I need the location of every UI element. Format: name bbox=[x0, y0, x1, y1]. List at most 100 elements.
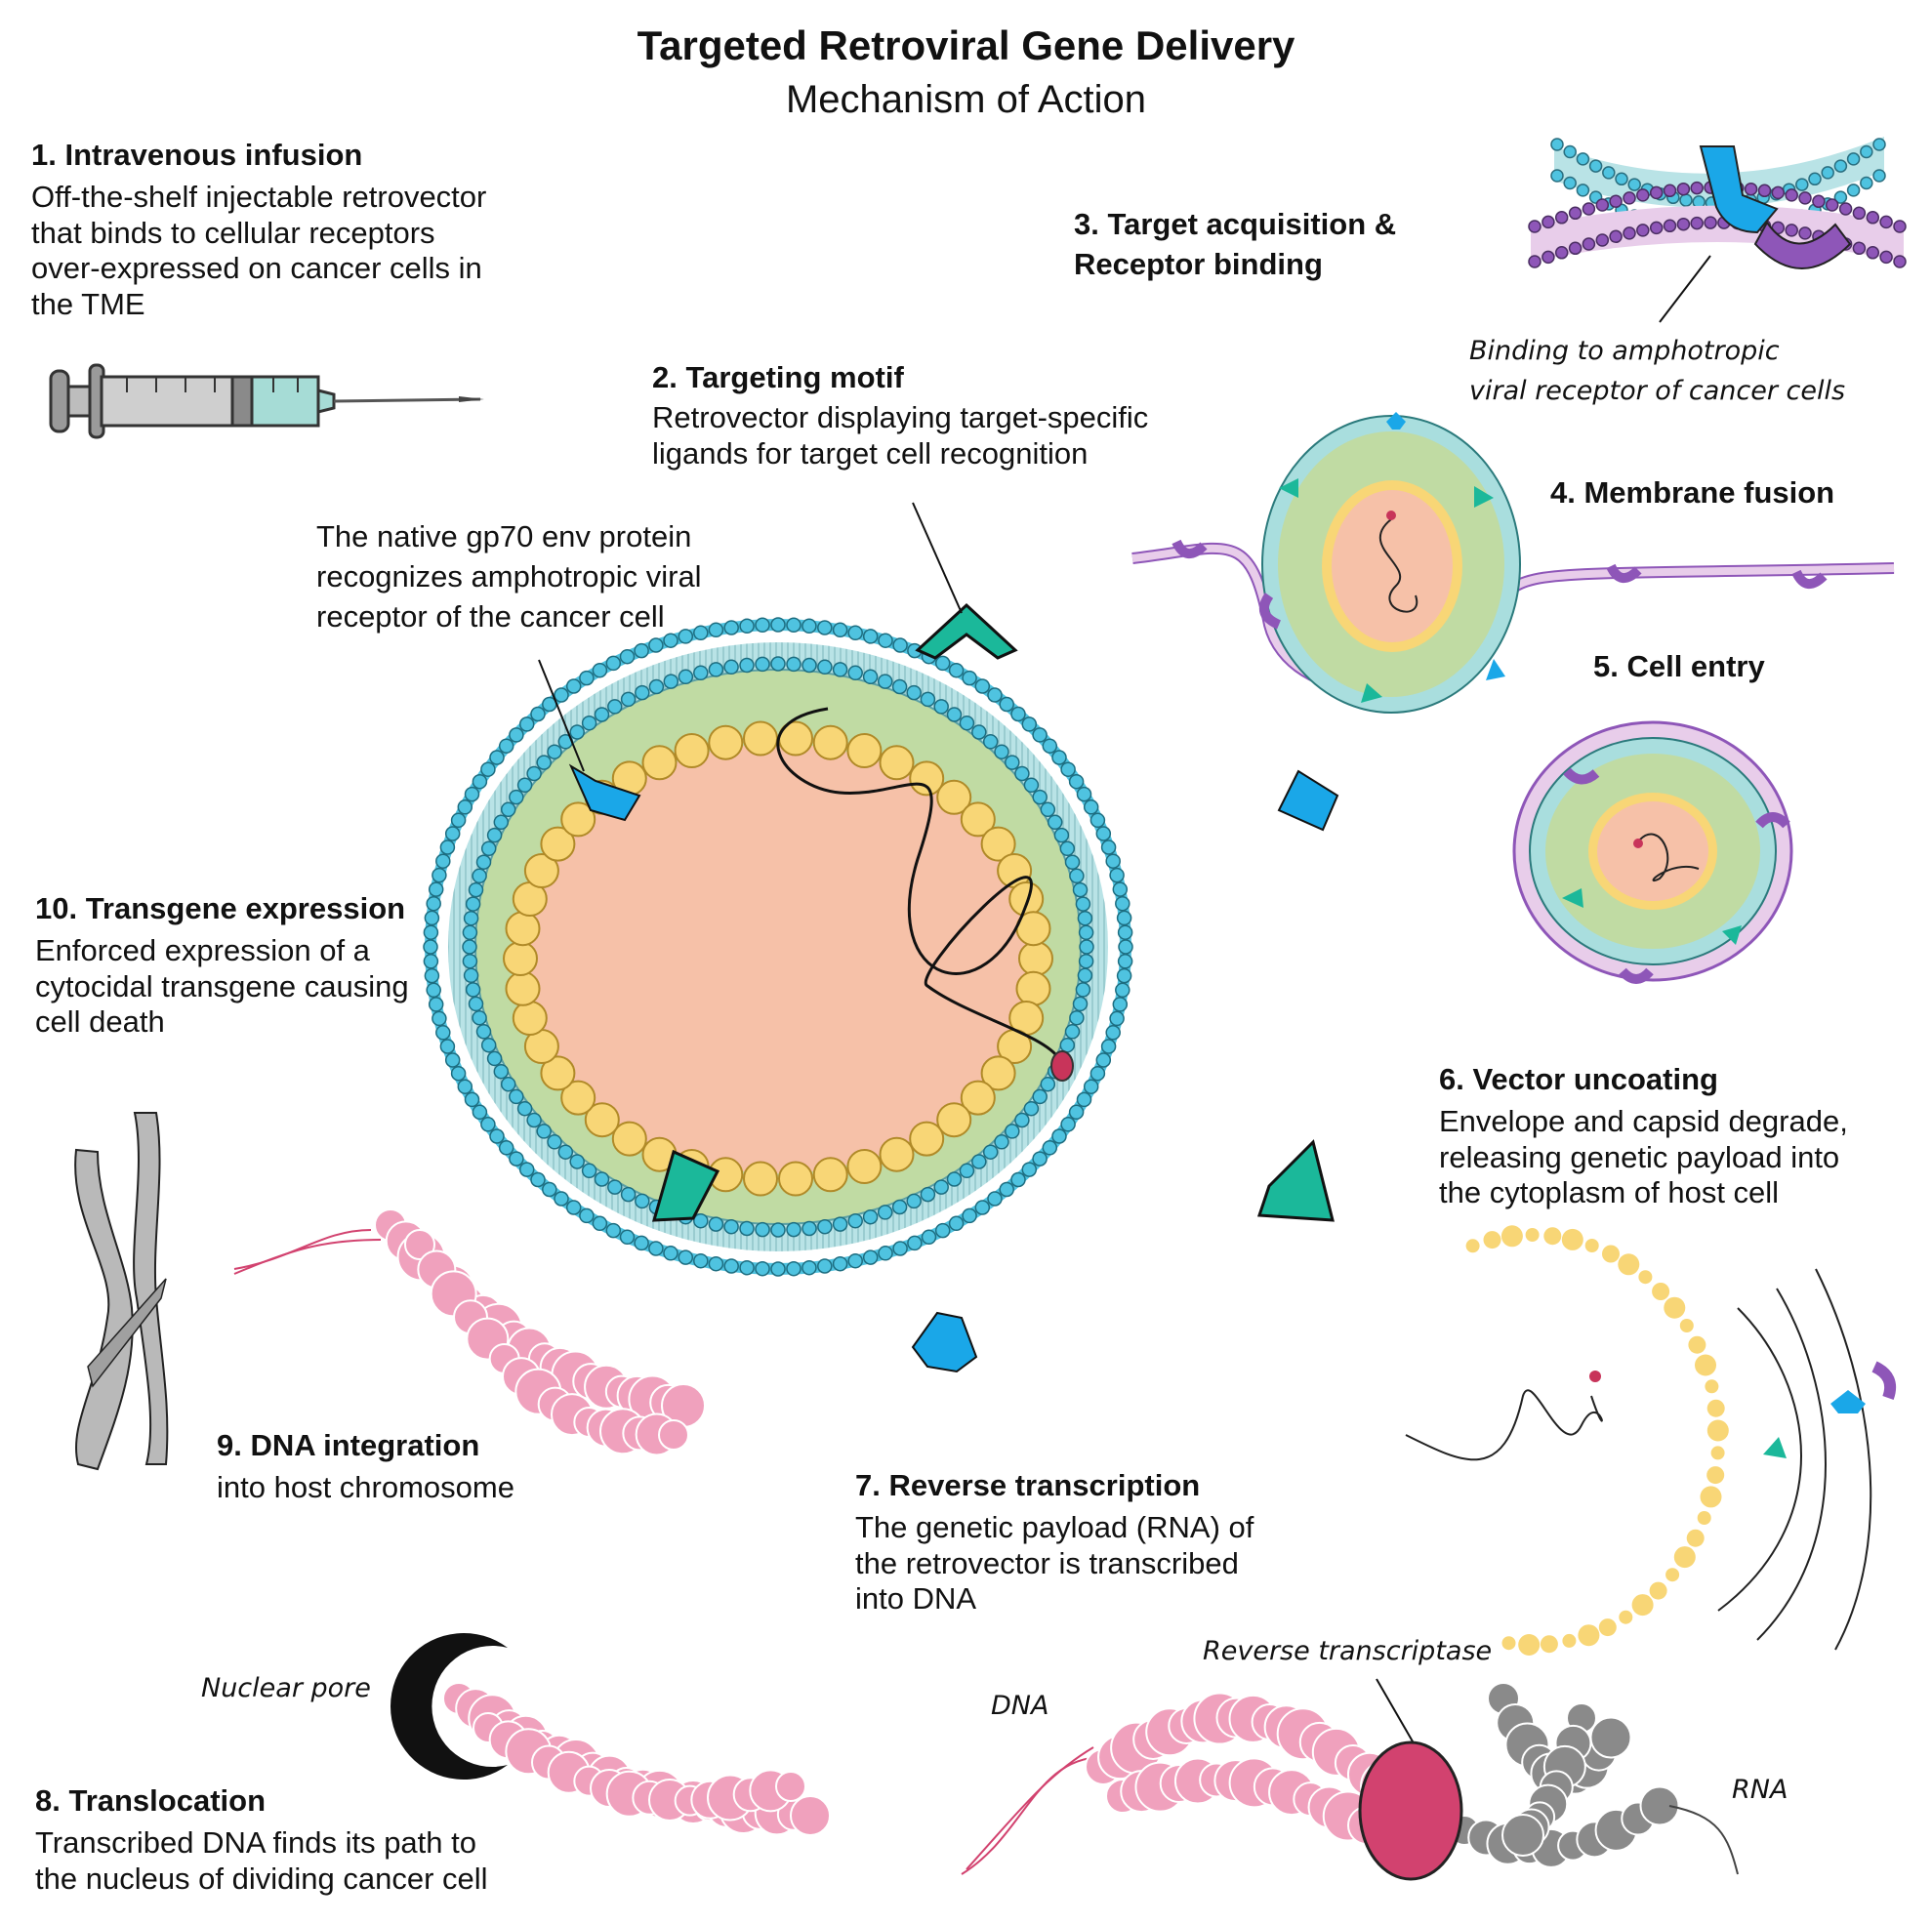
bead bbox=[423, 954, 439, 969]
bead bbox=[1649, 1581, 1667, 1600]
bead bbox=[486, 1050, 503, 1067]
bead bbox=[518, 1162, 535, 1177]
step-10-line: cell death bbox=[35, 1004, 165, 1040]
bead bbox=[708, 724, 744, 760]
bead bbox=[605, 655, 622, 672]
bead bbox=[974, 678, 991, 694]
bead bbox=[1072, 996, 1089, 1012]
bead bbox=[439, 1039, 456, 1054]
bead bbox=[554, 1191, 569, 1207]
bead bbox=[693, 1212, 709, 1229]
bead bbox=[817, 620, 833, 635]
bead bbox=[435, 853, 451, 869]
bead bbox=[693, 1252, 709, 1269]
bead bbox=[862, 669, 879, 685]
bead bbox=[579, 670, 595, 686]
bead bbox=[1771, 185, 1786, 200]
bead bbox=[641, 745, 678, 781]
bead bbox=[464, 786, 480, 802]
bead bbox=[1562, 1633, 1577, 1648]
bead bbox=[1005, 755, 1020, 770]
vector-uncoating-illustration bbox=[1405, 1225, 1897, 1656]
step-1-line: over-expressed on cancer cells in bbox=[31, 251, 482, 286]
bead bbox=[432, 867, 447, 883]
bead bbox=[1540, 1635, 1558, 1654]
step-6-line: releasing genetic payload into bbox=[1439, 1139, 1840, 1174]
gp70-env-bottom bbox=[911, 1311, 978, 1373]
bead bbox=[847, 1252, 863, 1269]
bead bbox=[1100, 839, 1117, 855]
bead bbox=[1115, 895, 1130, 912]
bead bbox=[1663, 184, 1677, 198]
bead bbox=[509, 1151, 524, 1167]
bead bbox=[708, 1216, 724, 1232]
binding-line: Binding to amphotropic bbox=[1469, 336, 1780, 366]
bead bbox=[565, 678, 582, 694]
bead bbox=[1866, 246, 1880, 260]
bead bbox=[1615, 172, 1628, 186]
bead bbox=[708, 1255, 724, 1272]
bead bbox=[547, 1134, 562, 1150]
bead bbox=[560, 801, 596, 838]
bead bbox=[987, 687, 1003, 703]
bead bbox=[498, 738, 514, 754]
step-10-heading: 10. Transgene expression bbox=[35, 891, 406, 925]
bead bbox=[663, 633, 678, 648]
translocation-illustration bbox=[390, 1632, 831, 1836]
bead bbox=[1860, 176, 1873, 190]
bead bbox=[770, 1222, 786, 1238]
bead bbox=[1117, 954, 1133, 969]
receptor-binding-illustration bbox=[1528, 137, 1907, 269]
bead bbox=[1879, 250, 1893, 265]
bead bbox=[1872, 169, 1886, 183]
bead bbox=[906, 684, 922, 701]
dna-integration-illustration bbox=[233, 1208, 706, 1456]
bead bbox=[1833, 190, 1848, 204]
bead bbox=[1602, 166, 1616, 180]
reverse-transcription-illustration bbox=[961, 1682, 1739, 1881]
bead bbox=[959, 1163, 975, 1179]
bead bbox=[1663, 219, 1677, 233]
bead bbox=[862, 1208, 879, 1225]
bead bbox=[1638, 1270, 1653, 1285]
bead bbox=[1705, 1379, 1719, 1394]
bead bbox=[1116, 910, 1132, 926]
bead bbox=[708, 622, 724, 638]
dna-label: DNA bbox=[991, 1691, 1049, 1721]
bead bbox=[1541, 250, 1555, 265]
bead bbox=[1860, 144, 1873, 159]
bead bbox=[1115, 982, 1130, 999]
bead bbox=[1528, 220, 1541, 233]
bead bbox=[1639, 1785, 1680, 1826]
bead bbox=[1032, 727, 1048, 743]
bead bbox=[1563, 144, 1577, 159]
bead bbox=[1010, 706, 1026, 722]
bead bbox=[1866, 211, 1880, 225]
bead bbox=[1465, 1239, 1480, 1253]
bead bbox=[994, 744, 1009, 759]
bead bbox=[1053, 827, 1070, 843]
bead bbox=[530, 706, 546, 722]
bead bbox=[1116, 967, 1132, 984]
bead bbox=[743, 1161, 778, 1197]
bead bbox=[708, 662, 724, 677]
bead bbox=[1710, 1446, 1725, 1460]
capsid-bead-ring bbox=[503, 720, 1053, 1197]
bead bbox=[892, 1241, 908, 1256]
bead bbox=[444, 826, 461, 841]
bead bbox=[755, 1260, 770, 1277]
bead bbox=[480, 761, 496, 777]
bead bbox=[1673, 1546, 1696, 1569]
gp70-env-right bbox=[1277, 769, 1339, 832]
step-2-line: Retrovector displaying target-specific bbox=[652, 400, 1149, 434]
bead bbox=[620, 691, 637, 708]
bead bbox=[1623, 226, 1636, 240]
bead bbox=[1021, 1162, 1038, 1177]
bead bbox=[1619, 1610, 1633, 1624]
bead bbox=[999, 1181, 1014, 1198]
bead bbox=[426, 895, 441, 912]
bead bbox=[648, 637, 664, 653]
bead bbox=[1554, 246, 1569, 260]
bead bbox=[1008, 881, 1045, 917]
